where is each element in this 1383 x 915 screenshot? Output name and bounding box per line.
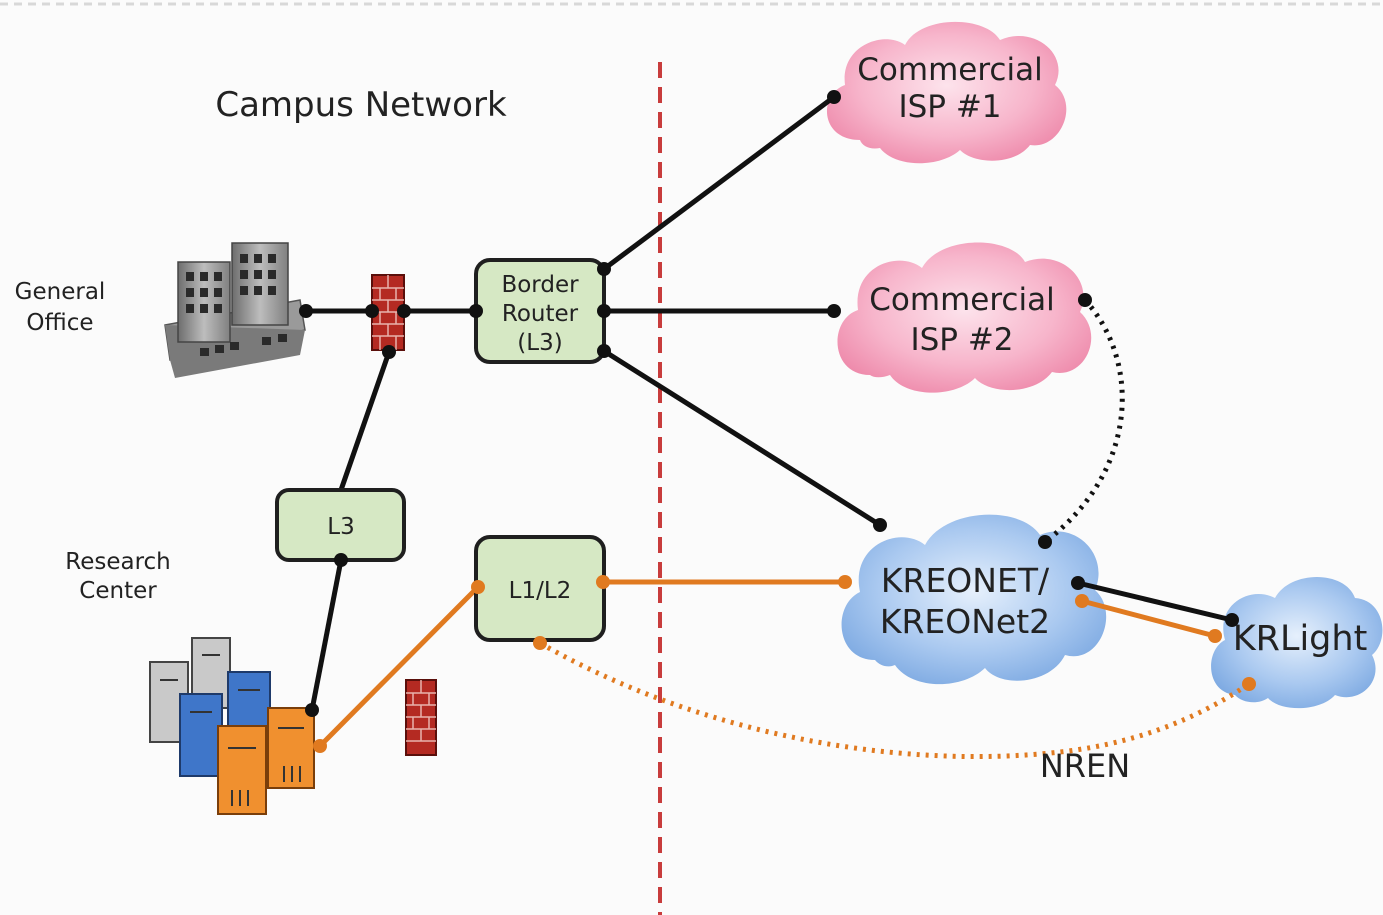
general-office-label-line2: Office <box>26 310 93 336</box>
servers-icon <box>149 637 315 815</box>
isp1-label-line1: Commercial <box>857 52 1042 88</box>
link-firewall-l3 <box>338 351 392 491</box>
border-router-label-line2: Router <box>502 301 579 327</box>
border-router-label-line1: Border <box>501 272 579 298</box>
black-endpoints <box>299 90 1239 717</box>
research-center-label-line2: Center <box>79 578 157 604</box>
link-kreonet-krlight-black <box>1077 580 1233 623</box>
orange-links <box>318 579 1216 748</box>
link-router-isp1 <box>602 94 836 272</box>
link-servers-l1l2 <box>318 585 480 748</box>
l1l2-switch-box: L1/L2 <box>474 535 606 642</box>
nren-label: NREN <box>1040 747 1130 785</box>
building-icon <box>164 242 306 378</box>
l3-switch-box: L3 <box>275 488 406 562</box>
firewall-icon <box>405 679 437 756</box>
link-router-kreonet <box>602 348 882 528</box>
kreonet-label-line2: KREONet2 <box>880 602 1050 641</box>
krlight-label: KRLight <box>1233 619 1368 659</box>
l3-switch-label: L3 <box>327 514 354 540</box>
general-office-label-line1: General <box>15 279 106 305</box>
isp2-label-line2: ISP #2 <box>910 322 1013 358</box>
border-router-box: Border Router (L3) <box>474 258 606 364</box>
border-router-label-line3: (L3) <box>517 330 562 356</box>
krlight-cloud: KRLight <box>1211 577 1383 709</box>
isp2-cloud: Commercial ISP #2 <box>837 242 1092 393</box>
kreonet-label-line1: KREONET/ <box>881 561 1050 600</box>
kreonet-cloud: KREONET/ KREONet2 <box>841 514 1107 685</box>
black-links <box>306 94 1233 711</box>
orange-endpoints <box>313 575 1256 753</box>
isp1-label-line2: ISP #1 <box>898 89 1001 125</box>
page-title: Campus Network <box>215 85 507 125</box>
isp2-label-line1: Commercial <box>869 282 1054 318</box>
isp1-cloud: Commercial ISP #1 <box>826 21 1067 164</box>
link-kreonet-krlight-orange <box>1081 598 1216 639</box>
research-center-label-line1: Research <box>65 549 171 575</box>
l1l2-switch-label: L1/L2 <box>509 578 572 604</box>
link-l3-servers <box>309 559 344 711</box>
